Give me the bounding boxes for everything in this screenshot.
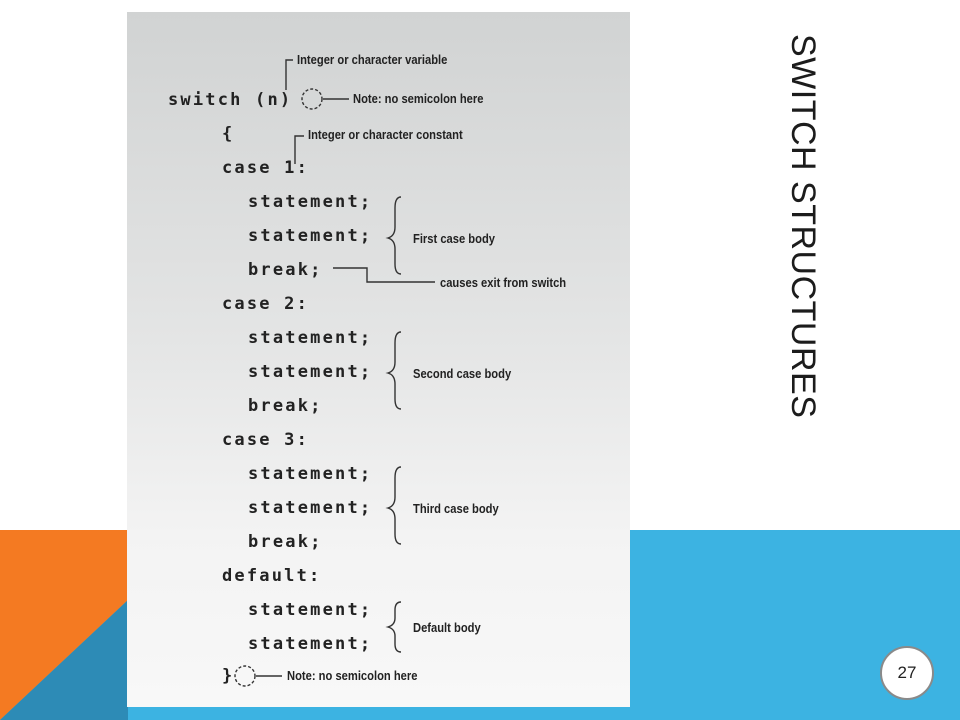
switch-syntax-figure: switch (n) { case 1: statement; statemen… xyxy=(127,12,630,707)
default-brace xyxy=(385,601,402,653)
page-number-badge: 27 xyxy=(880,646,934,700)
note-second-case-body: Second case body xyxy=(413,366,512,381)
code-line-statement: statement; xyxy=(248,192,373,212)
annotation-lines xyxy=(234,59,435,687)
code-line-case-1: case 1: xyxy=(222,158,310,178)
code-line-switch: switch (n) xyxy=(168,90,293,110)
note-third-case-body: Third case body xyxy=(413,501,499,516)
variable-pointer-line xyxy=(285,59,293,90)
no-semicolon-circle-bottom xyxy=(234,665,256,687)
note-no-semicolon-bottom: Note: no semicolon here xyxy=(287,668,418,683)
code-line-statement: statement; xyxy=(248,498,373,518)
code-line-statement: statement; xyxy=(248,362,373,382)
code-line-statement: statement; xyxy=(248,600,373,620)
code-line-default: default: xyxy=(222,566,322,586)
page-number: 27 xyxy=(897,663,917,682)
note-first-case-body: First case body xyxy=(413,231,496,246)
code-line-break: break; xyxy=(248,396,323,416)
note-causes-exit: causes exit from switch xyxy=(440,275,567,290)
code-line-case-3: case 3: xyxy=(222,430,310,450)
second-case-brace xyxy=(385,331,402,410)
dark-blue-triangle xyxy=(0,600,128,720)
code-line-close-brace: } xyxy=(222,666,235,686)
code-line-break: break; xyxy=(248,260,323,280)
code-line-statement: statement; xyxy=(248,634,373,654)
code-line-break: break; xyxy=(248,532,323,552)
no-semicolon-circle-top xyxy=(301,88,323,110)
constant-pointer-line xyxy=(294,135,304,164)
first-case-brace xyxy=(385,196,402,275)
note-int-char-variable: Integer or character variable xyxy=(297,52,448,67)
code-line-case-2: case 2: xyxy=(222,294,310,314)
code-line-statement: statement; xyxy=(248,328,373,348)
note-no-semicolon-top: Note: no semicolon here xyxy=(353,91,484,106)
slide-title: SWITCH STRUCTURES xyxy=(784,34,822,419)
code-line-open-brace: { xyxy=(222,124,235,144)
orange-shape xyxy=(0,530,128,720)
note-int-char-constant: Integer or character constant xyxy=(308,127,463,142)
code-line-statement: statement; xyxy=(248,464,373,484)
third-case-brace xyxy=(385,466,402,545)
break-pointer-line xyxy=(333,267,435,283)
code-line-statement: statement; xyxy=(248,226,373,246)
note-default-body: Default body xyxy=(413,620,481,635)
